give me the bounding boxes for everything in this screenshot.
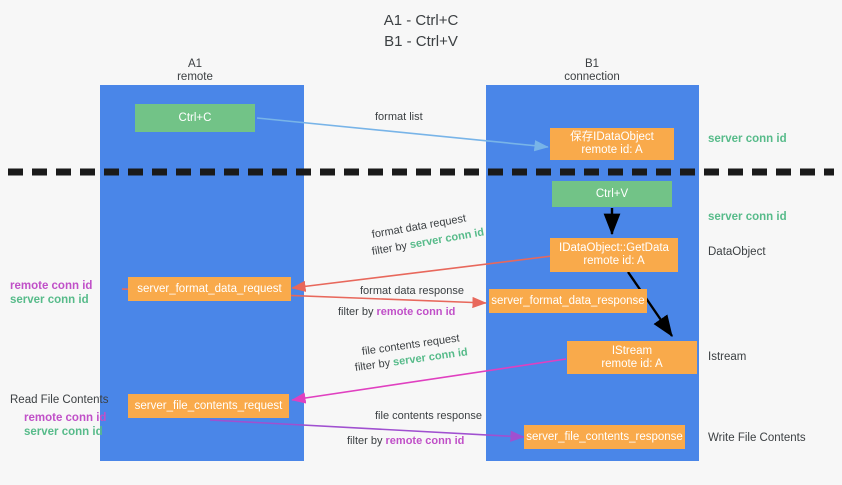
title-line-2: B1 - Ctrl+V [384, 33, 458, 50]
left-key-remote-conn-id-1: remote conn id [10, 280, 93, 292]
page-title: A1 - Ctrl+C B1 - Ctrl+V [0, 10, 842, 52]
node-save-idataobject-line2: remote id: A [581, 144, 643, 156]
left-key-remote-conn-id-2: remote conn id [24, 412, 107, 424]
side-label-server-conn-id-mid: server conn id [708, 211, 787, 223]
lane-a1-sub: remote [177, 71, 213, 83]
title-line-1: A1 - Ctrl+C [383, 12, 459, 29]
left-label-read-file-contents: Read File Contents [10, 394, 109, 406]
lane-header-b1: B1 connection [537, 58, 647, 84]
node-server-file-contents-response-label: server_file_contents_response [526, 430, 683, 443]
side-label-write-file-contents: Write File Contents [708, 432, 806, 444]
annotation-format-data-response: format data response [360, 285, 464, 297]
node-getdata[interactable]: IDataObject::GetData remote id: A [550, 238, 678, 272]
node-getdata-line1: IDataObject::GetData [559, 242, 669, 254]
node-ctrl-c-label: Ctrl+C [178, 111, 212, 124]
node-ctrl-v-label: Ctrl+V [595, 187, 629, 200]
side-label-istream: Istream [708, 351, 747, 363]
node-server-format-data-request[interactable]: server_format_data_request [128, 277, 291, 301]
annotation-format-list: format list [375, 111, 423, 123]
filter-prefix: filter by [338, 306, 377, 318]
side-label-dataobject: DataObject [708, 246, 766, 258]
node-save-idataobject-line1: 保存IDataObject [570, 131, 654, 143]
node-server-format-data-request-label: server_format_data_request [137, 282, 282, 295]
left-keys-group-1: remote conn id server conn id [10, 279, 92, 307]
node-ctrl-c[interactable]: Ctrl+C [135, 104, 255, 132]
annotation-format-data-response-filter: filter by remote conn id [338, 305, 455, 319]
node-save-idataobject[interactable]: 保存IDataObject remote id: A [550, 128, 674, 160]
side-label-server-conn-id-top: server conn id [708, 133, 787, 145]
node-server-file-contents-request-label: server_file_contents_request [134, 399, 283, 412]
lane-b1-name: B1 [584, 58, 600, 70]
lane-b1-sub: connection [564, 71, 620, 83]
filter-prefix: filter by [347, 435, 386, 447]
node-server-file-contents-request[interactable]: server_file_contents_request [128, 394, 289, 418]
annotation-file-contents-response-filter: filter by remote conn id [347, 434, 464, 448]
lane-a1-name: A1 [187, 58, 203, 70]
node-istream-line1: IStream [611, 344, 653, 357]
annotation-file-contents-response: file contents response [375, 410, 483, 422]
node-server-format-data-response[interactable]: server_format_data_response [489, 289, 647, 313]
left-key-server-conn-id-2: server conn id [24, 426, 103, 438]
node-server-file-contents-response[interactable]: server_file_contents_response [524, 425, 685, 449]
left-keys-group-2: remote conn id server conn id [24, 411, 106, 439]
filter-prefix: filter by [370, 239, 411, 258]
node-istream[interactable]: IStream remote id: A [567, 341, 697, 374]
filter-prefix: filter by [354, 356, 394, 374]
filter-key-remote-conn-id: remote conn id [376, 306, 456, 318]
node-getdata-line2: remote id: A [583, 255, 645, 267]
filter-key-remote-conn-id: remote conn id [385, 435, 465, 447]
node-server-format-data-response-label: server_format_data_response [491, 294, 645, 307]
node-ctrl-v[interactable]: Ctrl+V [552, 181, 672, 207]
lane-header-a1: A1 remote [140, 58, 250, 84]
node-istream-line2: remote id: A [601, 357, 663, 370]
left-key-server-conn-id-1: server conn id [10, 294, 89, 306]
